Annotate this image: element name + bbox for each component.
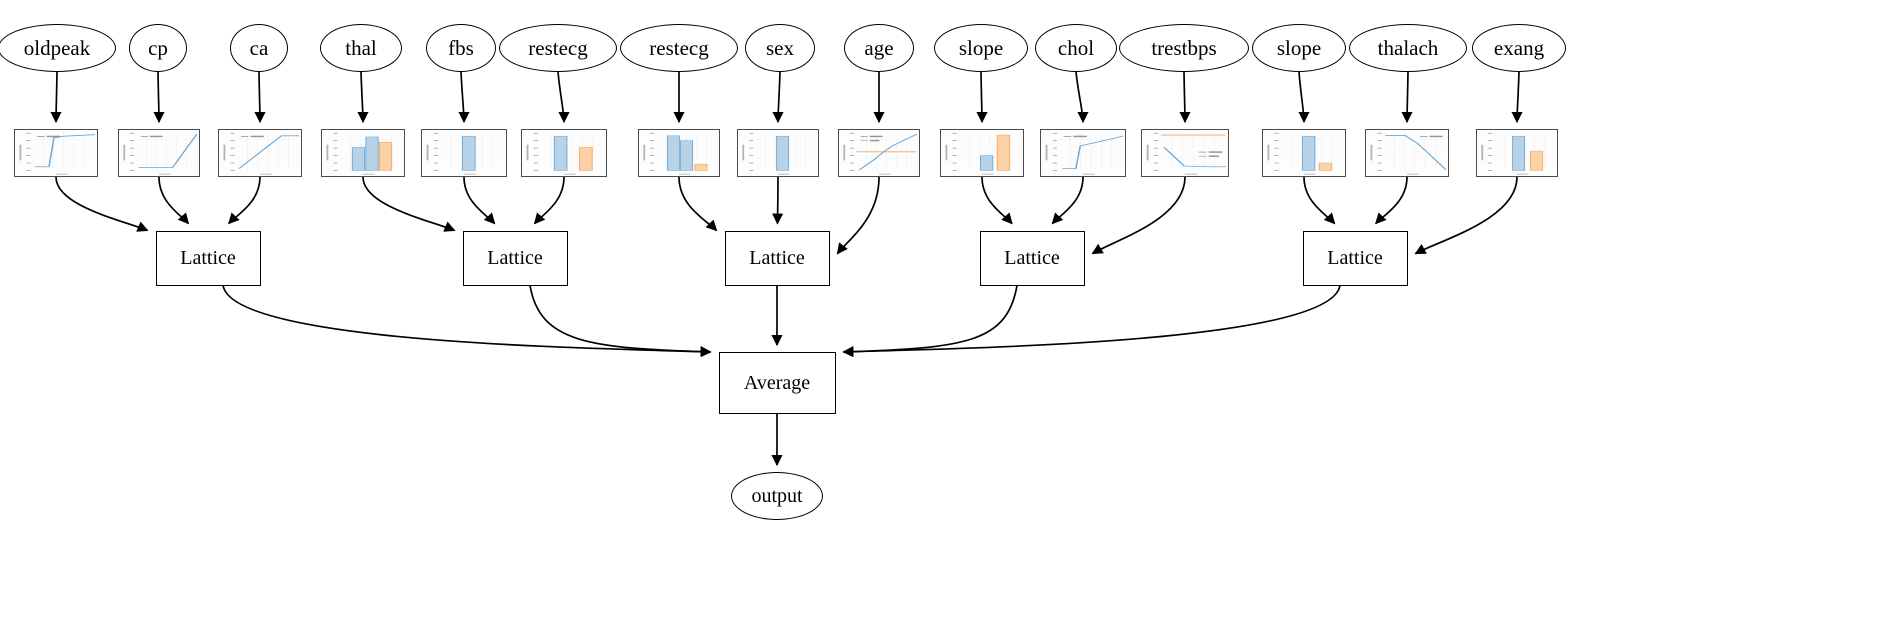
feature-node-sex[interactable]: sex [745,24,815,72]
calibrator-plot-cal-chol [1040,129,1126,177]
calibrator-plot-canvas [1142,130,1228,176]
calibrator-plot-cal-restecg2 [638,129,720,177]
feature-node-chol[interactable]: chol [1035,24,1117,72]
feature-node-restecg1[interactable]: restecg [499,24,617,72]
lattice-node-label: Lattice [487,246,543,269]
calibrator-plot-canvas [738,130,818,176]
feature-node-label: restecg [528,35,588,60]
average-node[interactable]: Average [718,352,836,414]
feature-node-exang[interactable]: exang [1472,24,1566,72]
lattice-node-label: Lattice [749,246,805,269]
lattice-node-label: Lattice [1327,246,1383,269]
calibrator-plot-cal-age [838,129,920,177]
calibrator-plot-canvas [422,130,506,176]
lattice-node-1[interactable]: Lattice [155,230,261,286]
calibrator-plot-cal-trestbps [1141,129,1229,177]
calibrator-plot-canvas [1041,130,1125,176]
feature-node-label: fbs [448,35,474,60]
calibrator-plot-cal-sex [737,129,819,177]
lattice-node-label: Lattice [1004,246,1060,269]
feature-node-label: trestbps [1151,35,1217,60]
feature-node-slope1[interactable]: slope [934,24,1028,72]
feature-node-ca[interactable]: ca [230,24,288,72]
feature-node-fbs[interactable]: fbs [426,24,496,72]
calibrator-plot-canvas [941,130,1023,176]
feature-node-slope2[interactable]: slope [1252,24,1346,72]
calibrator-plot-canvas [639,130,719,176]
feature-node-label: cp [148,35,168,60]
lattice-node-label: Lattice [180,246,236,269]
output-node[interactable]: output [731,472,823,520]
feature-node-oldpeak[interactable]: oldpeak [0,24,116,72]
feature-node-label: thalach [1377,35,1439,60]
lattice-node-2[interactable]: Lattice [462,230,568,286]
calibrator-plot-cal-oldpeak [14,129,98,177]
feature-node-label: slope [1276,35,1322,60]
calibrator-plot-canvas [119,130,199,176]
calibrator-plot-cal-exang [1476,129,1558,177]
feature-node-label: slope [958,35,1004,60]
feature-node-label: ca [249,35,269,60]
output-node-label: output [751,484,803,507]
feature-node-restecg2[interactable]: restecg [620,24,738,72]
calibrator-plot-canvas [1263,130,1345,176]
feature-node-age[interactable]: age [844,24,914,72]
feature-node-label: exang [1493,35,1545,60]
lattice-node-5[interactable]: Lattice [1302,230,1408,286]
calibrator-plot-canvas [839,130,919,176]
feature-node-label: oldpeak [23,35,91,60]
feature-node-label: restecg [649,35,709,60]
lattice-node-4[interactable]: Lattice [979,230,1085,286]
calibrator-plot-cal-cp [118,129,200,177]
calibrator-plot-cal-ca [218,129,302,177]
calibrator-plot-canvas [322,130,404,176]
calibrator-plot-canvas [1366,130,1448,176]
feature-node-cp[interactable]: cp [129,24,187,72]
calibrator-plot-cal-thal [321,129,405,177]
calibrator-plot-cal-restecg1 [521,129,607,177]
calibrator-plot-canvas [522,130,606,176]
feature-node-thalach[interactable]: thalach [1349,24,1467,72]
calibrator-plot-cal-fbs [421,129,507,177]
feature-node-thal[interactable]: thal [320,24,402,72]
calibrator-plot-canvas [1477,130,1557,176]
calibrator-plot-cal-slope1 [940,129,1024,177]
calibrator-plot-cal-thalach [1365,129,1449,177]
calibrator-plot-canvas [15,130,97,176]
average-node-label: Average [743,371,811,394]
feature-node-label: thal [345,35,377,60]
feature-node-label: sex [766,35,794,60]
feature-node-label: chol [1057,35,1095,60]
feature-node-label: age [864,35,894,60]
lattice-node-3[interactable]: Lattice [724,230,830,286]
feature-node-trestbps[interactable]: trestbps [1119,24,1249,72]
calibrator-plot-cal-slope2 [1262,129,1346,177]
calibrator-plot-canvas [219,130,301,176]
